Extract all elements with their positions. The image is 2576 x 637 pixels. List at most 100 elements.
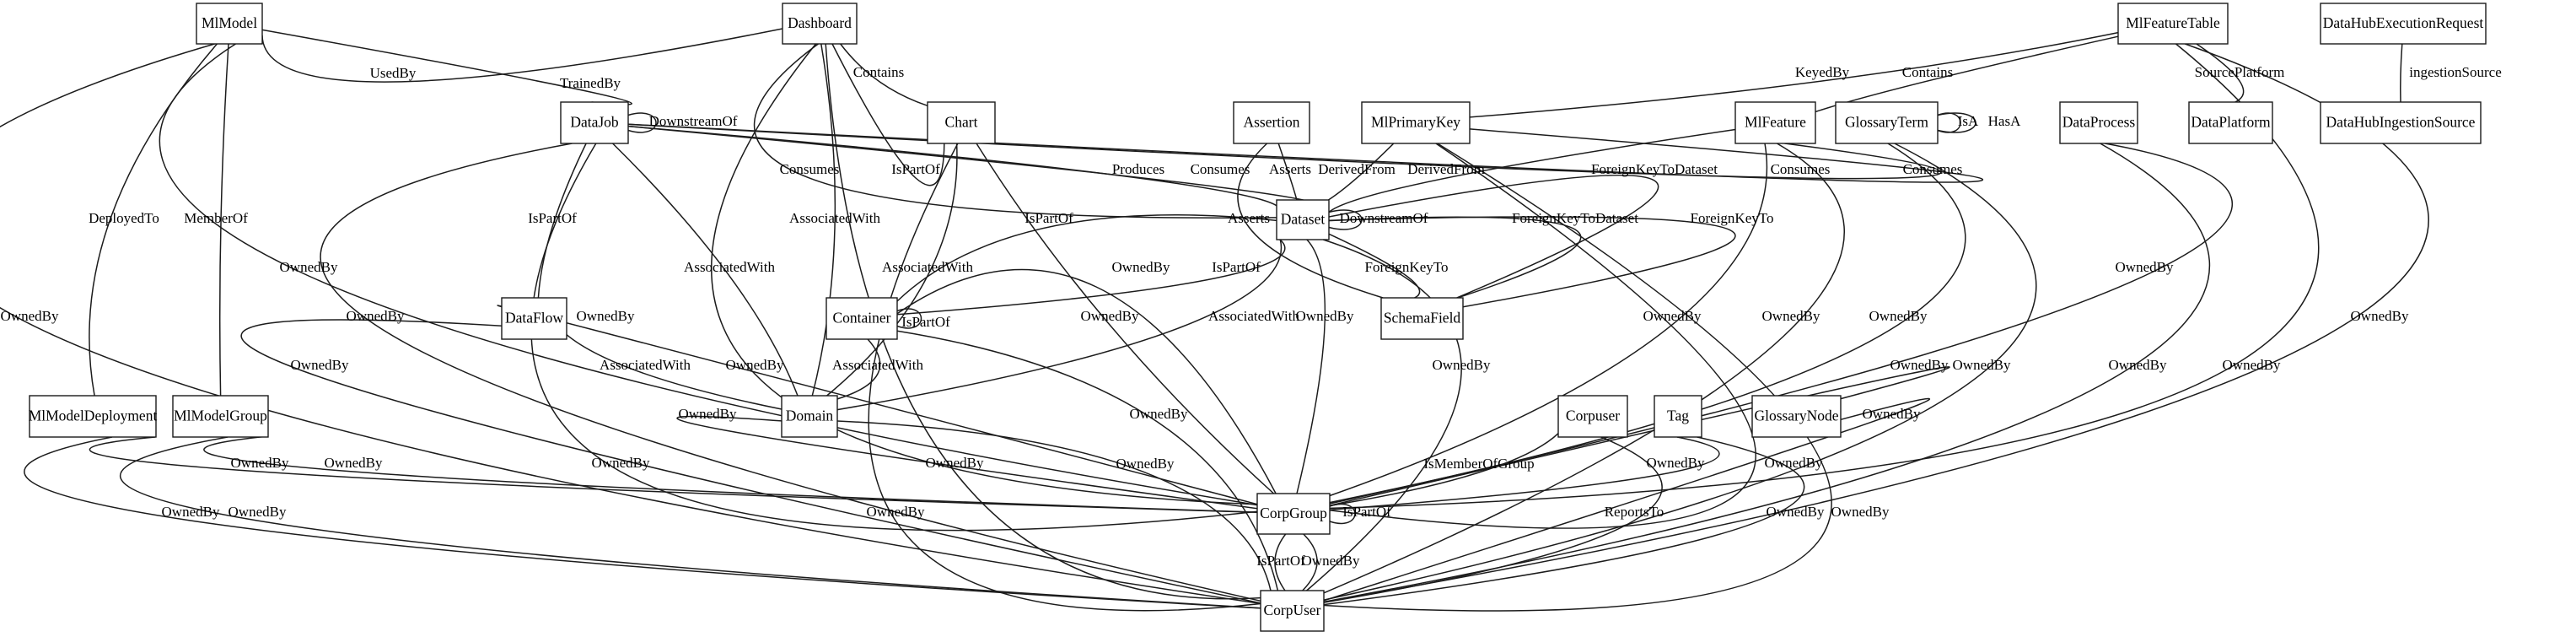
edge-label-memberof-31: MemberOf (184, 210, 248, 226)
node-label-mlfeature: MlFeature (1745, 114, 1806, 131)
node-mlprimarykey (1361, 101, 1471, 144)
edge-label-ownedby-40: OwnedBy (577, 308, 635, 324)
self-loop-label-ispartof-4: IsPartOf (901, 314, 950, 330)
edge-ownedby-mlfeature-corpgroup (1329, 143, 1768, 497)
edge-label-ispartof-34: IsPartOf (1256, 553, 1305, 569)
edge-label-ingestionsource-29: ingestionSource (2409, 64, 2502, 80)
node-tag (1654, 395, 1702, 438)
node-label-mlfeaturetable: MlFeatureTable (2126, 14, 2220, 31)
node-datahubexecutionrequest (2320, 3, 2487, 45)
edge-contains-dashboard-chart (840, 43, 928, 107)
node-datahubingestionsource (2320, 101, 2482, 144)
self-loop-downstreamof-dataset (1328, 209, 1363, 230)
edge-contains-mlfeaturetable-mlfeature (1815, 35, 2119, 113)
edge-memberof-mlmodel-mlmodelgroup (218, 43, 229, 397)
edge-label-associatedwith-20: AssociatedWith (882, 259, 973, 275)
edge-label-ownedby-54: OwnedBy (1296, 308, 1354, 324)
node-label-corpgroup: CorpGroup (1260, 505, 1327, 521)
edge-consumes-datajob-mlprimarykey (627, 123, 1983, 183)
edge-label-associatedwith-18: AssociatedWith (789, 210, 880, 226)
edge-label-ownedby-52: OwnedBy (1112, 259, 1170, 275)
edge-ownedby-dashboard-corpuser (825, 43, 1261, 600)
node-label-dataplatform: DataPlatform (2191, 114, 2271, 131)
node-label-tag: Tag (1667, 408, 1689, 424)
node-mlmodelgroup (172, 395, 269, 438)
edge-ownedby-glossarynode-corpgroup (1329, 366, 1950, 506)
edge-label-ownedby-56: OwnedBy (1643, 308, 1702, 324)
edge-ownedby-container-corpgroup (896, 268, 1277, 494)
edge-foreignkeyto-dataset-schemafield (1328, 233, 1421, 299)
edge-label-contains-25: Contains (1902, 64, 1953, 80)
edge-associatedwith-dashboard-domain (811, 43, 836, 397)
edge-associatedwith-datajob-domain (612, 143, 799, 397)
edge-label-ownedby-59: OwnedBy (1953, 357, 2011, 373)
edge-ownedby-mlmodelgroup-corpgroup (203, 435, 1258, 513)
edge-label-foreignkeyto-13: ForeignKeyTo (1365, 259, 1449, 275)
node-label-glossaryterm: GlossaryTerm (1845, 114, 1928, 131)
edge-foreignkeytodataset-schemafield-dataset (1328, 174, 1659, 299)
edge-ownedby-glossaryterm-corpuser (1323, 143, 2037, 601)
edge-derivedfrom-mlfeature-dataset (1328, 128, 1736, 213)
node-label-mlmodeldeployment: MlModelDeployment (29, 408, 158, 424)
edge-label-sourceplatform-28: SourcePlatform (2195, 64, 2285, 80)
edge-ispartof-datajob-dataflow (537, 143, 587, 299)
edge-ownedby-domain-corpuser (836, 420, 1272, 591)
node-label-datahubexecutionrequest: DataHubExecutionRequest (2323, 14, 2484, 31)
edge-label-ownedby-55: OwnedBy (1433, 357, 1491, 373)
edge-label-ownedby-39: OwnedBy (592, 455, 650, 471)
edge-label-ownedby-53: OwnedBy (1130, 406, 1188, 422)
edge-label-ownedby-67: OwnedBy (2109, 357, 2167, 373)
edge-ownedby-mlmodel-corpgroup (159, 43, 1258, 506)
node-label-dashboard: Dashboard (788, 14, 852, 31)
edge-ispartof-dataset-container (896, 214, 1277, 302)
edge-ownedby-mlmodeldeployment-corpgroup (89, 436, 1258, 513)
edge-label-asserts-8: Asserts (1228, 210, 1270, 226)
edge-label-ispartof-16: IsPartOf (1024, 210, 1073, 226)
edge-label-ownedby-42: OwnedBy (231, 455, 289, 471)
edge-label-associatedwith-19: AssociatedWith (684, 259, 775, 275)
edge-label-consumes-27: Consumes (1903, 161, 1963, 177)
node-label-datahubingestionsource: DataHubIngestionSource (2326, 114, 2476, 131)
edge-label-ownedby-45: OwnedBy (229, 504, 287, 520)
node-label-corpuser: Corpuser (1566, 408, 1620, 424)
edge-ispartof-dataset-container (896, 236, 1286, 316)
edge-label-consumes-6: Consumes (1191, 161, 1250, 177)
edge-asserts-assertion-schemafield (1237, 143, 1384, 299)
node-label-domain: Domain (786, 408, 834, 424)
edge-label-ownedby-65: OwnedBy (1831, 504, 1890, 520)
edge-ownedby-mlprimarykey-corpgroup (1329, 143, 1756, 529)
node-mlmodel (196, 3, 263, 45)
node-schemafield (1380, 297, 1464, 340)
edge-ownedby-dataset-corpuser (1306, 239, 1462, 591)
edge-label-ownedby-62: OwnedBy (1647, 455, 1705, 471)
node-label-assertion: Assertion (1243, 114, 1299, 131)
edge-foreignkeyto-dataset-schemafield (1328, 216, 1736, 308)
edge-ownedby-domain-corpgroup (676, 415, 1258, 510)
node-mlfeaturetable (2117, 3, 2229, 45)
edge-label-foreignkeyto-14: ForeignKeyTo (1691, 210, 1774, 226)
edge-associatedwith-dataset-domain (836, 239, 1283, 411)
node-label-dataprocess: DataProcess (2062, 114, 2136, 131)
edge-associatedwith-chart-domain (826, 143, 958, 397)
edge-label-reportsto-33: ReportsTo (1605, 504, 1664, 520)
node-corpuser (1260, 590, 1325, 632)
edge-ownedby-mlmodel-corpuser (0, 43, 1261, 605)
edge-ismemberofgroup-corpuser-corpgroup (1329, 433, 1559, 507)
edge-consumes-datajob-mlfeature (627, 123, 1942, 180)
edge-ownedby-dataset-corpgroup (1296, 239, 1326, 494)
edge-ingestionsource-datahubexecutionrequest-datahubingestionsource (2400, 43, 2403, 103)
self-loop-label-downstreamof-3: DownstreamOf (1340, 210, 1428, 226)
edge-label-ownedby-69: OwnedBy (2351, 308, 2409, 324)
edge-ownedby-tag-corpuser (1323, 436, 1805, 606)
node-dataprocess (2059, 101, 2138, 144)
node-corpgroup (1256, 493, 1331, 535)
edge-label-ownedby-64: OwnedBy (1765, 455, 1823, 471)
node-dataplatform (2188, 101, 2273, 144)
edge-label-associatedwith-22: AssociatedWith (832, 357, 923, 373)
node-label-schemafield: SchemaField (1384, 310, 1461, 327)
edge-ispartof-chart-dashboard (831, 43, 945, 186)
edge-label-asserts-7: Asserts (1269, 161, 1311, 177)
edge-usedby-dashboard-mlmodel (261, 28, 783, 83)
edge-label-produces-5: Produces (1112, 161, 1164, 177)
